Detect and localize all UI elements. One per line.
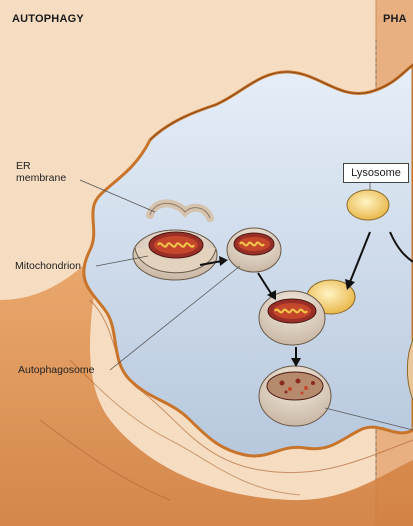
label-lysosome: Lysosome	[343, 163, 409, 183]
label-er-membrane: ER membrane	[16, 160, 66, 184]
leader-lines	[79, 179, 413, 431]
er-membrane	[146, 199, 214, 222]
label-er-line1: ER	[16, 160, 31, 172]
label-mitochondrion: Mitochondrion	[15, 260, 81, 272]
phagophore	[132, 229, 218, 281]
pathway-arrows	[199, 231, 413, 360]
lysosome-edge-right	[406, 339, 413, 401]
header-phagocytosis: PHA	[383, 13, 407, 25]
lysosome	[346, 189, 390, 221]
autolysosome-degrading	[258, 365, 332, 427]
cell-membrane-folds	[0, 250, 413, 526]
header-autophagy: AUTOPHAGY	[12, 13, 84, 25]
arrowheads	[219, 256, 355, 367]
label-autophagosome: Autophagosome	[18, 364, 95, 376]
label-er-line2: membrane	[16, 172, 67, 184]
autophagosome-1	[226, 227, 282, 273]
autolysosome-fusing	[258, 279, 356, 346]
